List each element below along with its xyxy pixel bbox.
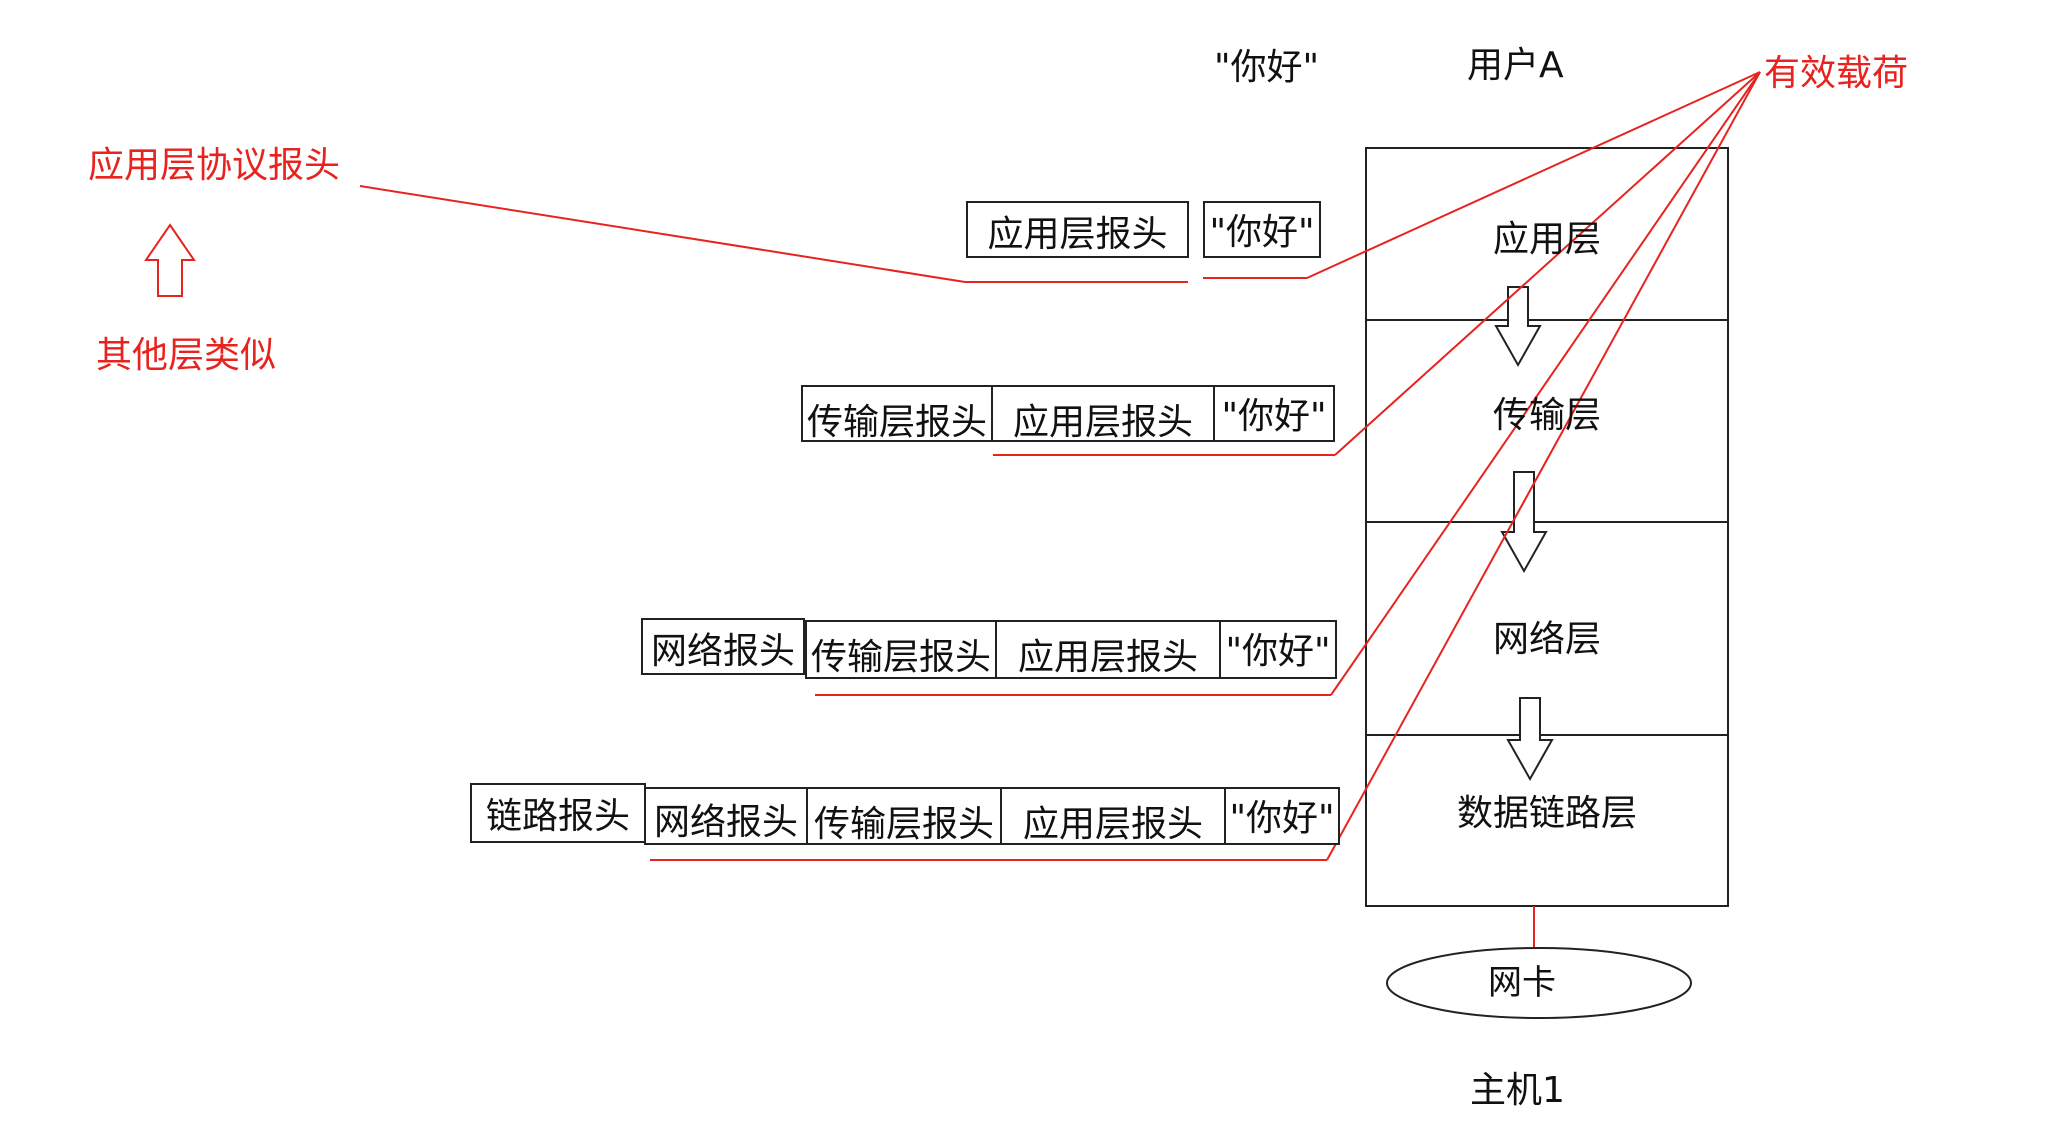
layer-application: 应用层 (1492, 219, 1601, 260)
layer-network: 网络层 (1492, 619, 1601, 660)
payload-pointer-1 (1306, 71, 1761, 279)
hello-label: "你好" (1214, 47, 1320, 88)
down-arrow-1 (1494, 286, 1542, 368)
stack-outline (1365, 147, 1729, 907)
packet-1-payload: "你好" (1203, 201, 1321, 258)
packet-3-header-app: 应用层报头 (995, 620, 1221, 679)
packet-4-payload: "你好" (1224, 787, 1340, 845)
down-arrow-3 (1506, 697, 1554, 782)
payload-pointer-3 (1330, 71, 1761, 696)
app-header-protocol-label: 应用层协议报头 (88, 145, 341, 186)
packet-4-header-app: 应用层报头 (1000, 787, 1226, 845)
nic-label: 网卡 (1488, 963, 1556, 1003)
packet-3-header-network: 网络报头 (641, 618, 805, 675)
payload-pointer-4 (1326, 71, 1761, 861)
packet-4-header-transport: 传输层报头 (806, 787, 1002, 845)
payload-pointer-2 (1334, 71, 1761, 456)
app-header-pointer (359, 185, 966, 283)
host-label: 主机1 (1470, 1070, 1565, 1111)
nic-ellipse (1386, 947, 1692, 1019)
layer-datalink: 数据链路层 (1456, 793, 1637, 834)
packet-2-payload: "你好" (1213, 385, 1335, 442)
packet-3-payload: "你好" (1219, 620, 1337, 679)
packet-4-header-link: 链路报头 (470, 783, 646, 843)
packet-1-header-app: 应用层报头 (966, 201, 1189, 258)
packet-2-header-app: 应用层报头 (991, 385, 1215, 442)
layer-transport: 传输层 (1492, 395, 1601, 436)
packet-4-header-network: 网络报头 (644, 787, 808, 845)
packet-2-header-transport: 传输层报头 (801, 385, 993, 442)
payload-label: 有效载荷 (1764, 53, 1909, 94)
other-layers-similar-label: 其他层类似 (96, 335, 277, 376)
packet-3-header-transport: 传输层报头 (805, 620, 997, 679)
up-arrow-icon (144, 223, 196, 297)
user-label: 用户A (1467, 45, 1564, 86)
